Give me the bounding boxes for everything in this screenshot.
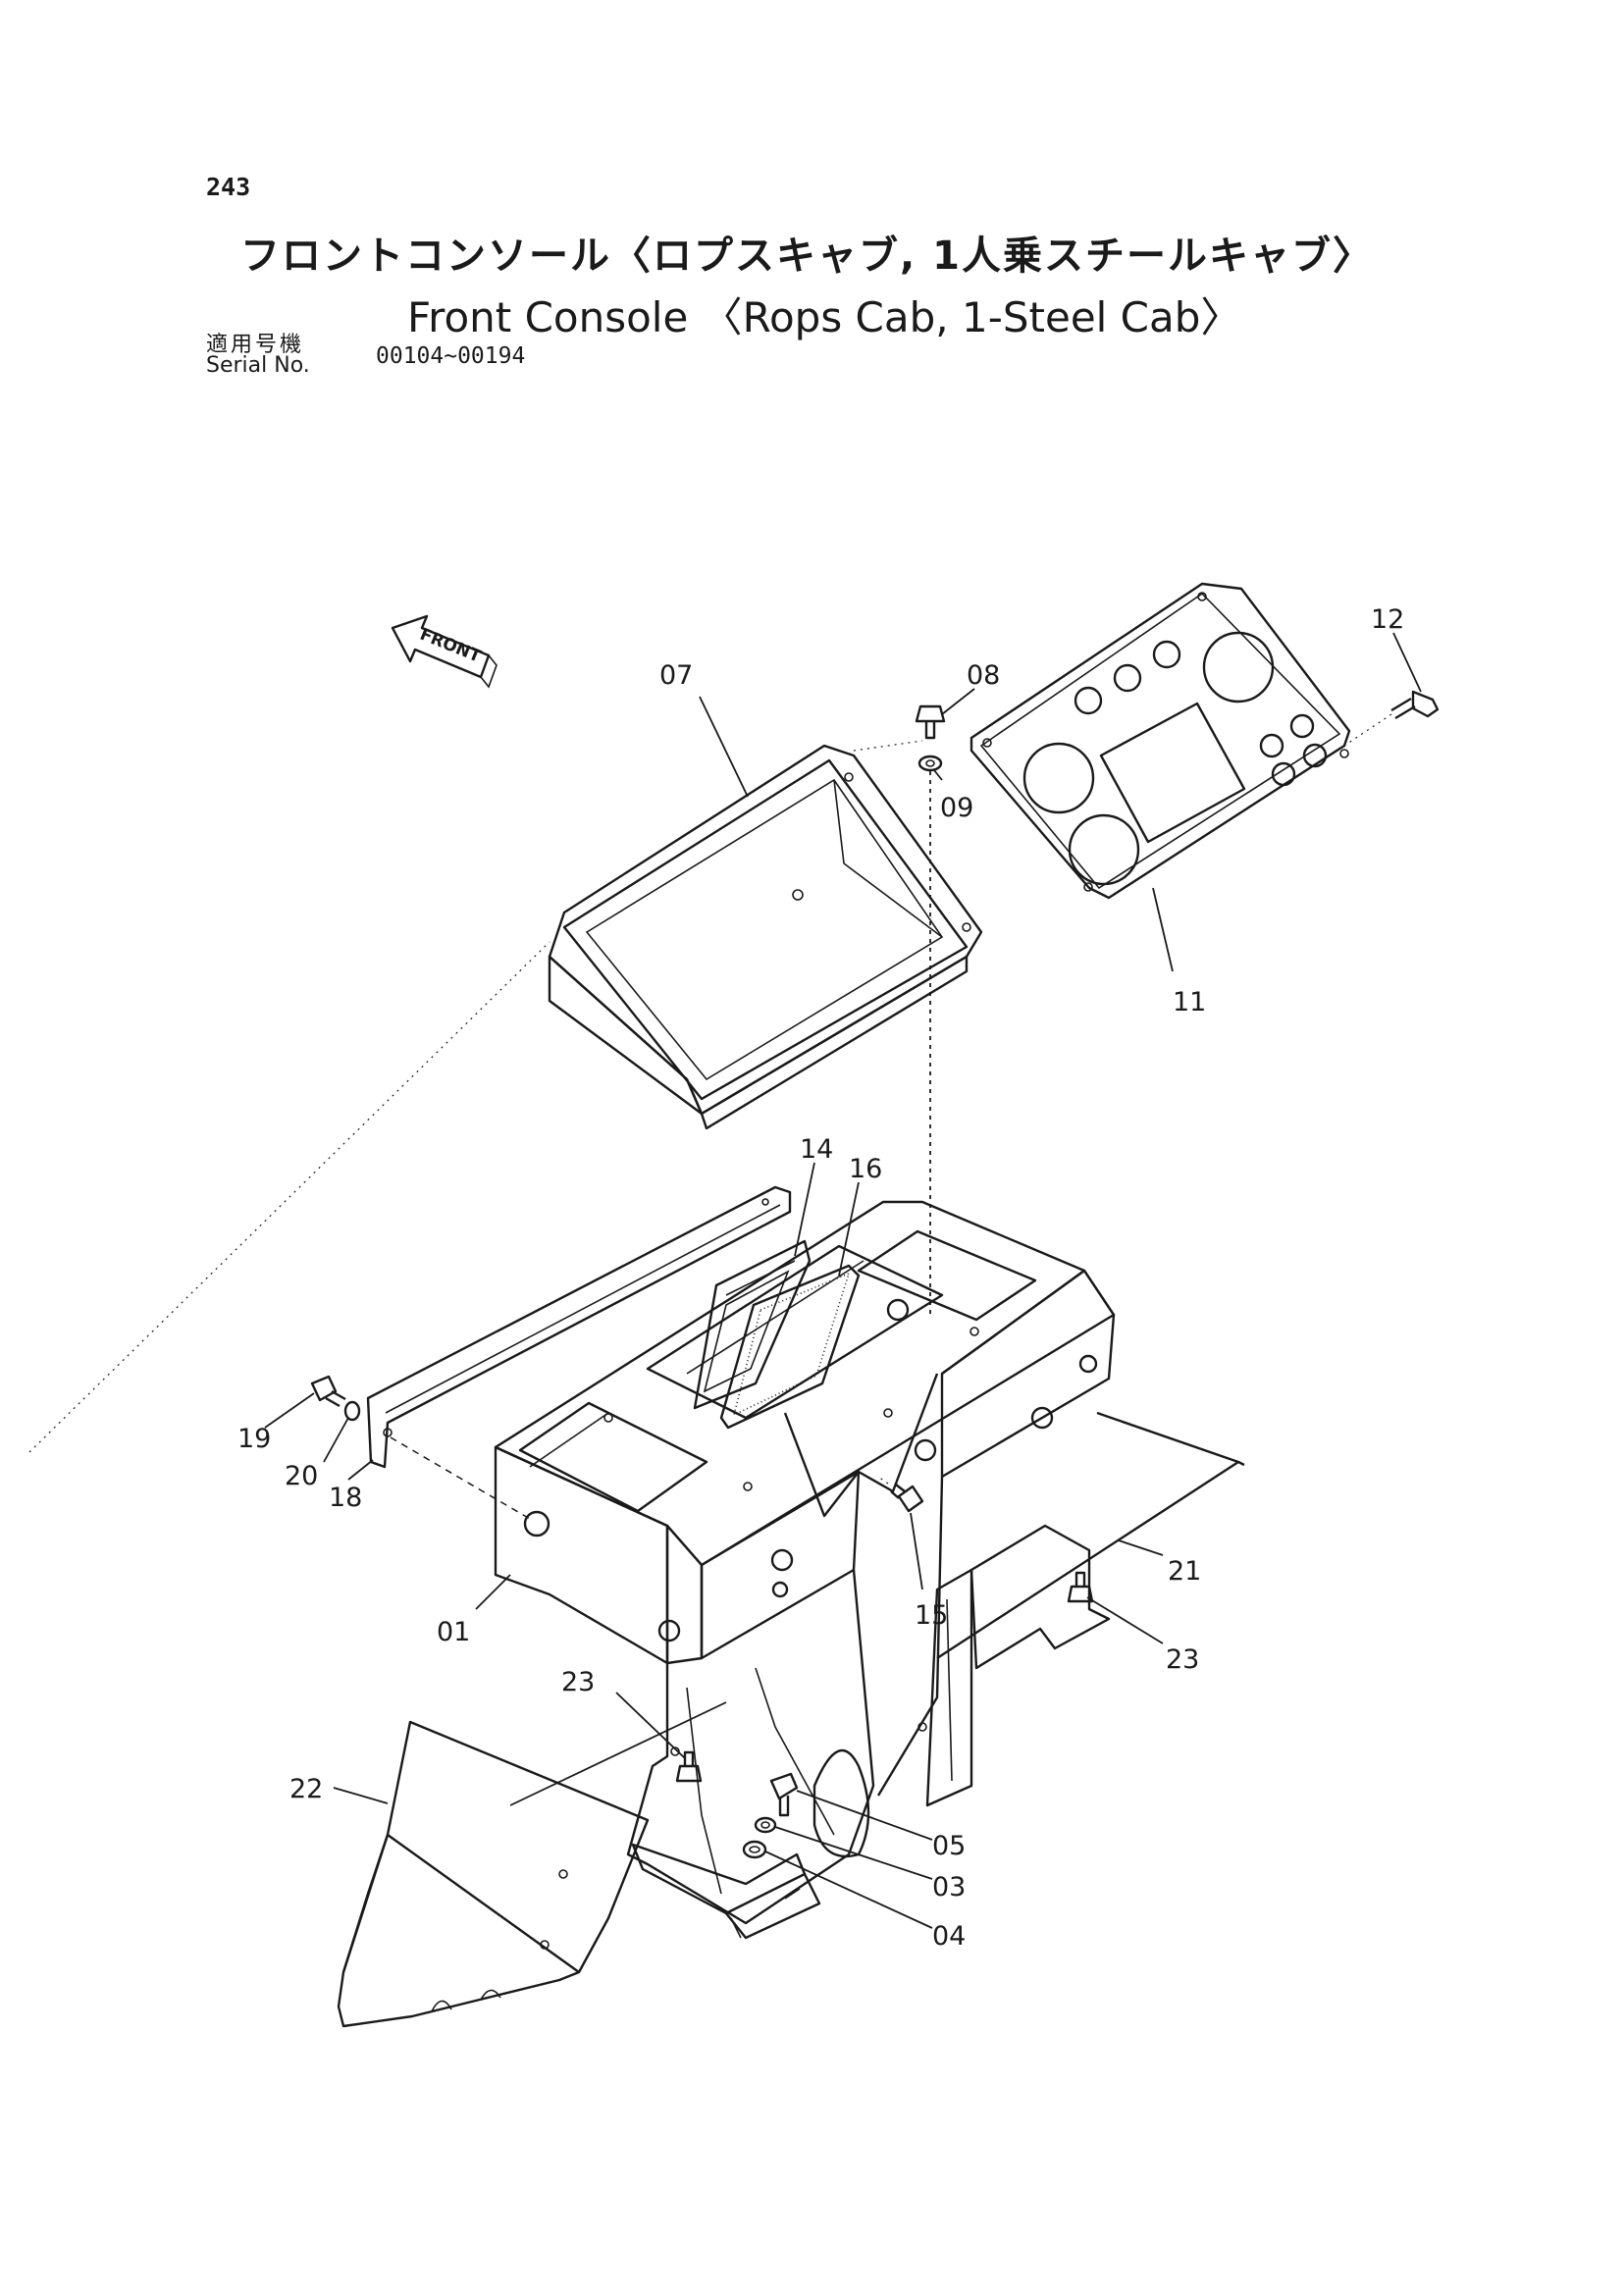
assembly-line-08	[853, 740, 923, 752]
label-11: 11	[1173, 987, 1206, 1017]
leader-16	[838, 1181, 860, 1277]
label-15: 15	[915, 1600, 948, 1631]
leader-18	[347, 1459, 374, 1481]
label-23-center: 23	[561, 1667, 595, 1697]
part-23-bolt-center	[675, 1750, 703, 1783]
leader-05	[796, 1790, 933, 1841]
part-03-washer	[754, 1816, 777, 1834]
label-05: 05	[932, 1831, 966, 1861]
part-16-stippled-mat	[719, 1264, 861, 1430]
label-14: 14	[800, 1134, 833, 1165]
page-title-japanese: フロントコンソール〈ロプスキャブ, 1人乗スチールキャブ〉	[240, 234, 1374, 279]
serial-label-english: Serial No.	[206, 353, 310, 378]
label-21: 21	[1168, 1556, 1201, 1587]
label-08: 08	[967, 660, 1000, 691]
page-title-english: Front Console 〈Rops Cab, 1-Steel Cab〉	[407, 293, 1242, 341]
serial-number-range: 00104~00194	[376, 343, 526, 369]
leader-20	[323, 1417, 349, 1463]
label-04: 04	[932, 1921, 966, 1952]
part-14-plate	[693, 1239, 812, 1410]
part-21-rod	[936, 1411, 1245, 1660]
label-07: 07	[659, 660, 693, 691]
part-12-screw	[1343, 690, 1440, 747]
label-20: 20	[285, 1461, 318, 1491]
leader-07	[699, 696, 749, 798]
label-22: 22	[289, 1774, 323, 1804]
label-12: 12	[1371, 604, 1404, 635]
leader-23-right	[1086, 1596, 1164, 1644]
leader-12	[1392, 632, 1422, 693]
label-23-right: 23	[1166, 1644, 1199, 1675]
front-arrow-label: FRONT	[417, 625, 484, 667]
part-05-bolt	[769, 1772, 799, 1817]
part-15-bolt	[877, 1476, 924, 1513]
leader-15	[910, 1512, 923, 1590]
part-19-bolt	[310, 1375, 346, 1408]
part-01-console-body	[494, 1200, 1116, 1950]
leader-19	[264, 1392, 315, 1429]
leader-22	[333, 1787, 389, 1804]
leader-08	[941, 688, 975, 715]
label-19: 19	[237, 1424, 271, 1454]
leader-01	[475, 1574, 511, 1610]
leader-11	[1152, 887, 1174, 972]
label-09: 09	[940, 793, 973, 823]
label-16: 16	[849, 1154, 882, 1184]
part-11-instrument-panel	[969, 582, 1351, 900]
leader-14	[794, 1162, 815, 1257]
front-direction-arrow: FRONT	[391, 614, 498, 689]
part-07-upper-cover	[548, 744, 983, 1130]
part-22-lower-panel	[337, 1720, 650, 2028]
leader-09	[933, 769, 943, 781]
label-03: 03	[932, 1872, 966, 1903]
page-number: 243	[206, 173, 251, 201]
serial-label-japanese: 適用号機	[206, 333, 305, 357]
part-18-side-plate	[366, 1185, 792, 1469]
leader-03	[774, 1826, 933, 1880]
leader-21	[1118, 1539, 1164, 1556]
assembly-line-18	[390, 1436, 531, 1520]
label-01: 01	[437, 1617, 470, 1647]
part-09-washer	[917, 755, 943, 772]
assembly-line-22	[509, 1701, 727, 1806]
label-18: 18	[329, 1483, 362, 1513]
leader-23-center	[615, 1692, 686, 1759]
part-20-washer	[343, 1400, 361, 1422]
part-08-bolt	[915, 704, 946, 740]
part-04-washer	[742, 1840, 767, 1859]
leader-04	[764, 1851, 933, 1929]
construction-line	[28, 941, 550, 1453]
